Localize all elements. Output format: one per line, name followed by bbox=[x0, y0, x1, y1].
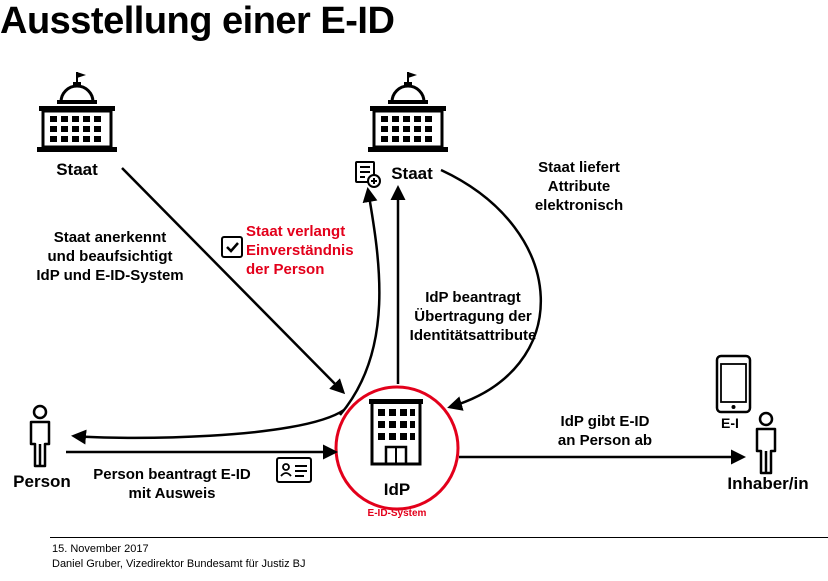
footer-date: 15. November 2017 bbox=[52, 543, 149, 555]
person-request-label: Person beantragt E-ID mit Ausweis bbox=[93, 466, 251, 502]
document-add-icon bbox=[355, 161, 381, 188]
arrow-consent bbox=[71, 408, 345, 445]
government-building-icon bbox=[366, 70, 450, 154]
arrow-to-staat bbox=[339, 187, 381, 416]
consent-label: Staat verlangt Einverständnis der Person bbox=[246, 223, 354, 278]
person-icon bbox=[755, 411, 777, 475]
arrow-deliver bbox=[440, 168, 543, 411]
page-title: Ausstellung einer E-ID bbox=[0, 0, 395, 42]
staat-center-label: Staat bbox=[391, 164, 433, 183]
government-building-icon bbox=[35, 70, 119, 154]
smartphone-icon bbox=[715, 354, 752, 414]
issue-label: IdP gibt E-ID an Person ab bbox=[557, 413, 653, 449]
checkbox-icon bbox=[221, 236, 243, 258]
person-icon bbox=[29, 404, 51, 468]
arrow-supervise bbox=[121, 167, 346, 395]
request-transfer-label: IdP beantragt Übertragung der Identitäts… bbox=[409, 289, 537, 344]
id-card-icon bbox=[276, 457, 312, 483]
deliver-label: Staat liefert Attribute elektronisch bbox=[534, 159, 624, 214]
supervise-label: Staat anerkennt und beaufsichtigt IdP un… bbox=[36, 229, 184, 284]
footer-author: Daniel Gruber, Vizedirektor Bundesamt fü… bbox=[52, 558, 306, 570]
footer-divider bbox=[50, 537, 828, 538]
idp-subtitle: E-ID-System bbox=[367, 508, 427, 519]
person-label: Person bbox=[13, 472, 71, 491]
staat-left-label: Staat bbox=[56, 160, 98, 179]
holder-label: Inhaber/in bbox=[727, 474, 809, 493]
phone-label: E-I bbox=[721, 415, 739, 431]
office-building-icon bbox=[369, 399, 423, 466]
idp-label: IdP bbox=[383, 480, 411, 499]
